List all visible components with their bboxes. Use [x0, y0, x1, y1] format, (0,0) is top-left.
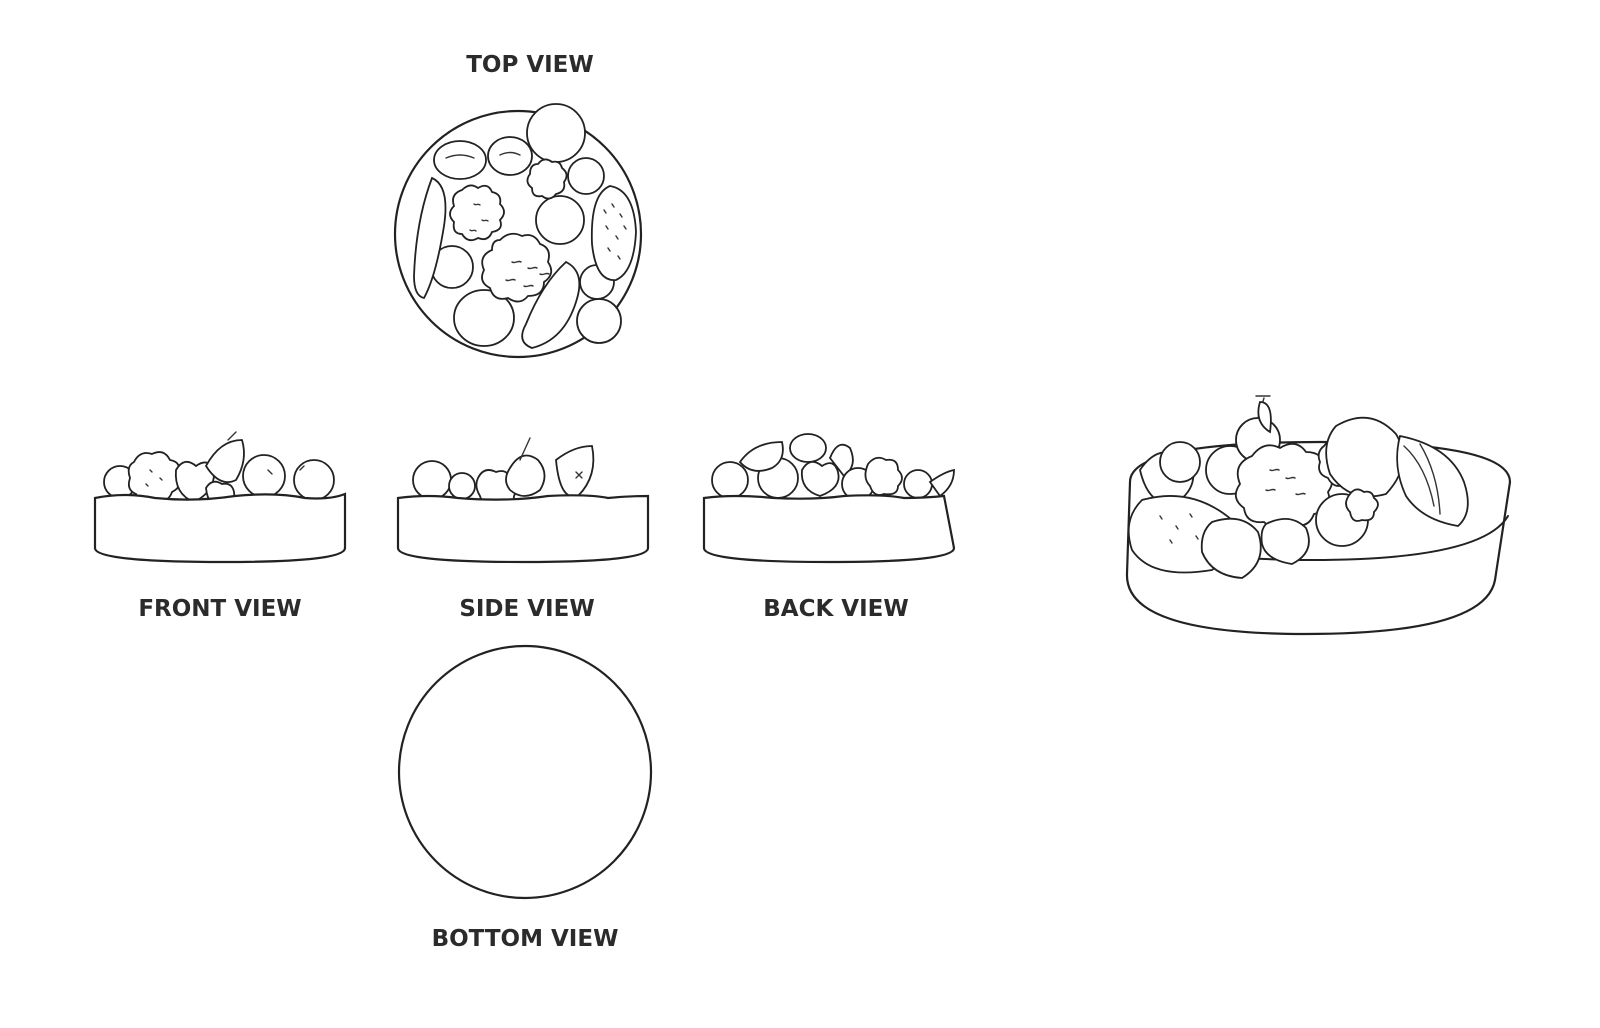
- side-view-tart-rim: [396, 494, 650, 564]
- bottom-view-label: BOTTOM VIEW: [432, 926, 619, 952]
- back-view-fruits: [711, 433, 955, 501]
- side-view-fruits: [412, 437, 595, 508]
- top-view-fruits: [413, 103, 637, 349]
- top-raspberry: [449, 184, 505, 242]
- top-round: [453, 289, 515, 347]
- top-strawberry: [590, 185, 637, 281]
- top-slice: [433, 140, 487, 180]
- perspective-view: [1125, 395, 1512, 636]
- bottom-view: BOTTOM VIEW: [397, 644, 653, 952]
- top-banana: [413, 176, 447, 300]
- top-round: [576, 298, 622, 344]
- back-view-tart-rim: [702, 494, 956, 564]
- top-round: [535, 195, 585, 245]
- top-texture: [469, 203, 627, 288]
- top-slice: [487, 136, 533, 176]
- top-banana: [521, 260, 581, 349]
- perspective-fruits: [1127, 395, 1469, 579]
- back-view-label: BACK VIEW: [763, 596, 908, 622]
- back-view: BACK VIEW: [702, 433, 956, 622]
- side-view: SIDE VIEW: [396, 437, 650, 622]
- top-view-label: TOP VIEW: [466, 52, 594, 78]
- front-view-tart-rim: [93, 492, 347, 564]
- top-raspberry: [481, 232, 553, 303]
- front-view-label: FRONT VIEW: [138, 596, 301, 622]
- top-raspberry: [526, 158, 568, 200]
- bottom-view-tart-outline: [397, 644, 653, 900]
- front-view: FRONT VIEW: [93, 431, 347, 622]
- side-view-label: SIDE VIEW: [459, 596, 594, 622]
- top-orange: [526, 103, 586, 163]
- top-plum: [567, 157, 605, 195]
- front-view-fruits: [103, 431, 335, 508]
- top-view: TOP VIEW: [393, 52, 643, 359]
